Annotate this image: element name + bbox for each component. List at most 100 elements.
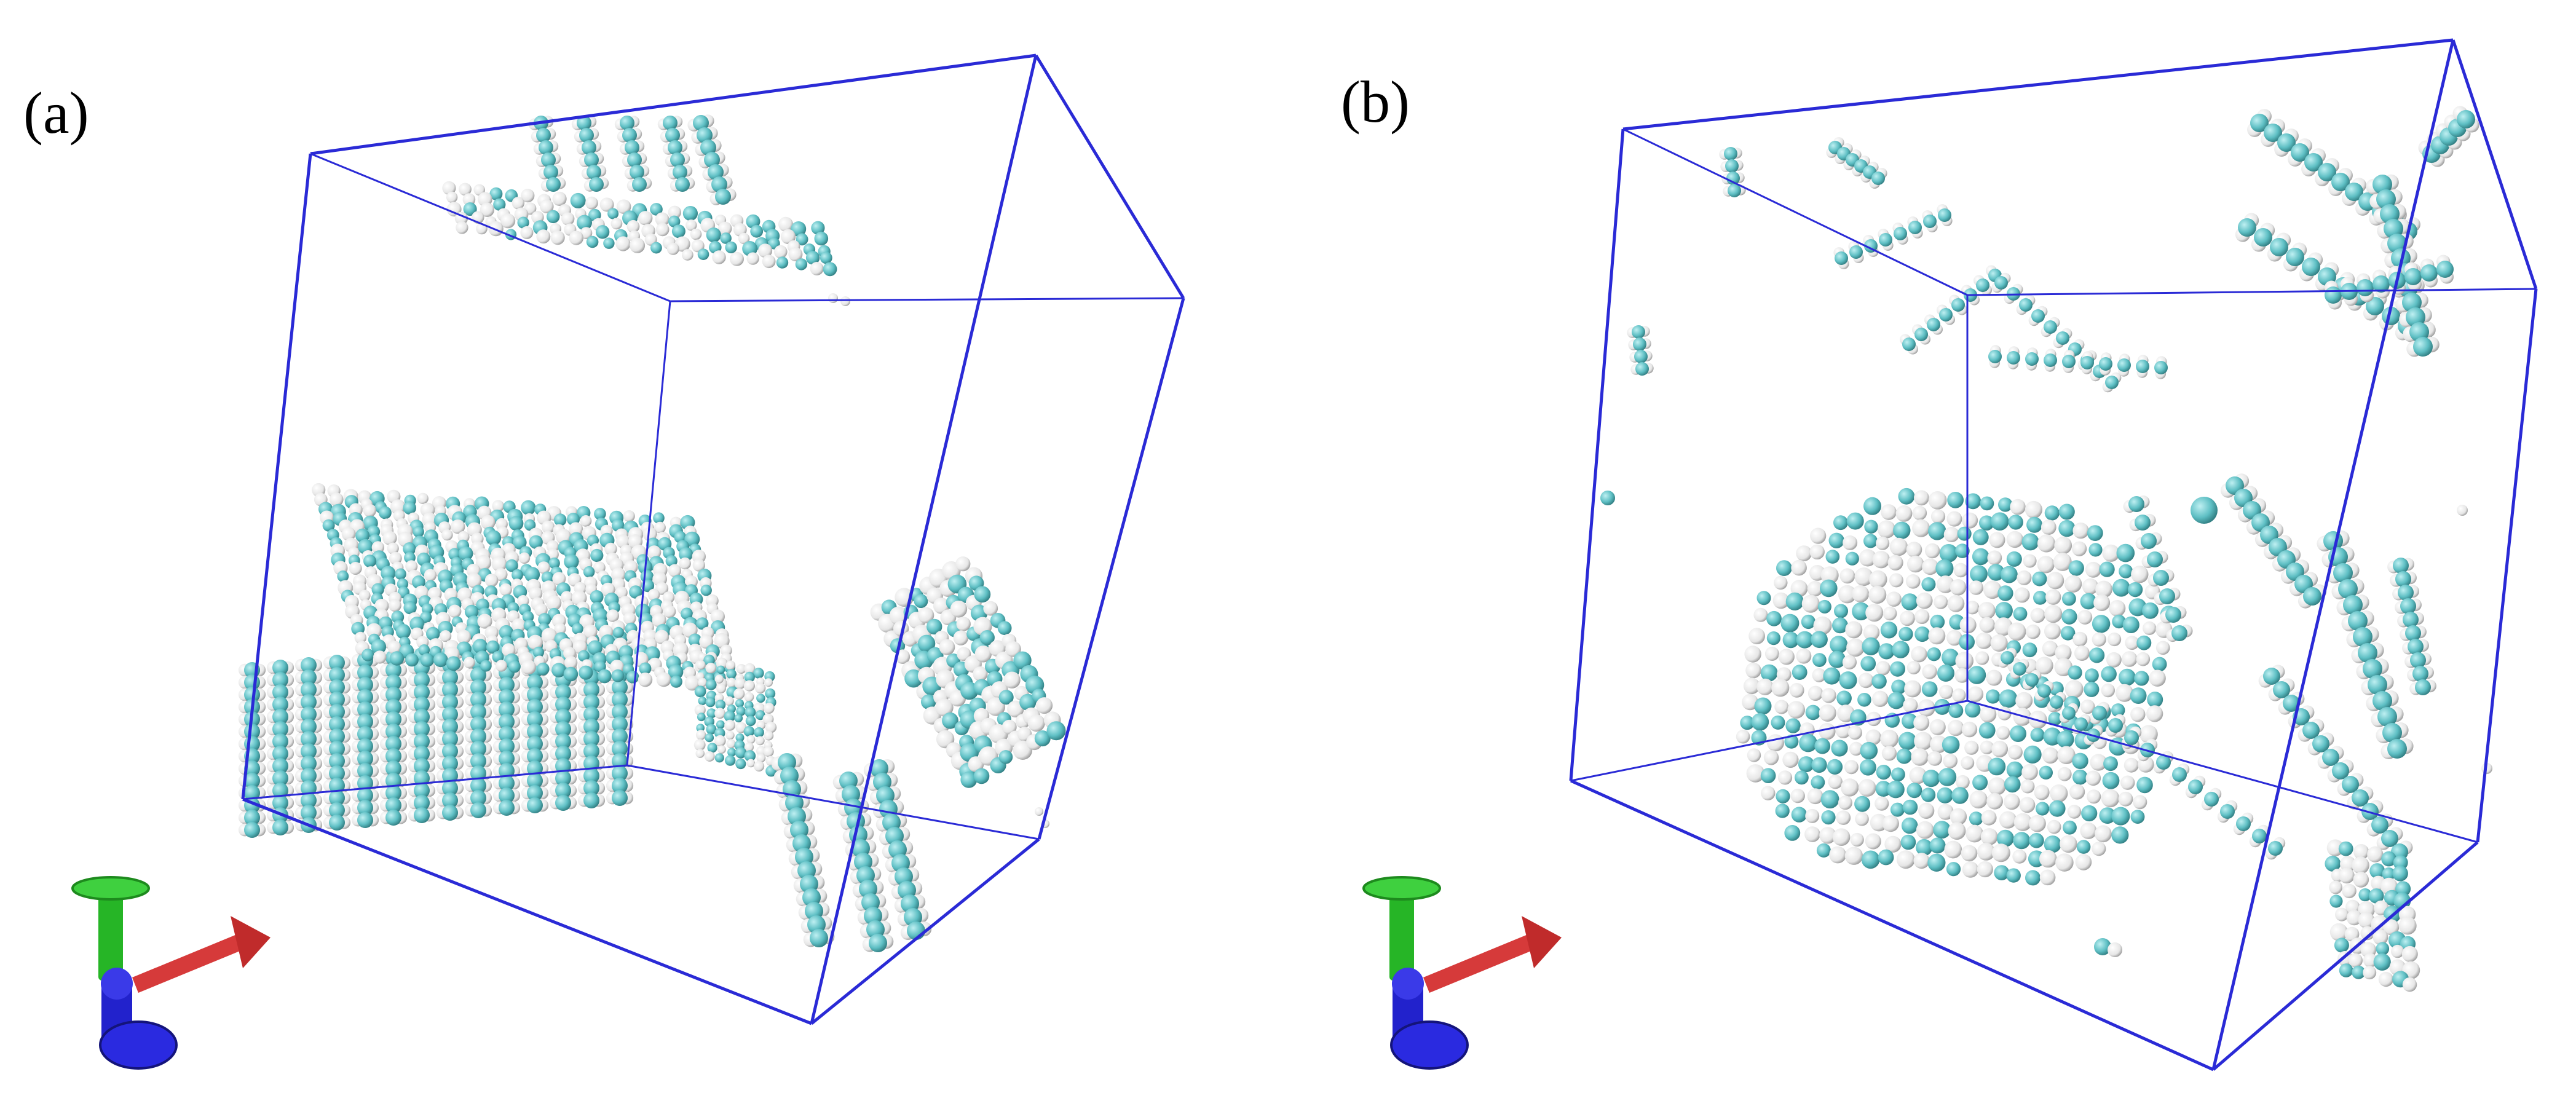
carbon-atom bbox=[1922, 770, 1940, 787]
hydrogen-atom bbox=[1912, 505, 1927, 521]
hydrogen-atom bbox=[2363, 966, 2377, 980]
hydrogen-atom bbox=[744, 692, 754, 702]
carbon-atom bbox=[2147, 692, 2163, 708]
carbon-atom bbox=[2006, 551, 2022, 567]
carbon-atom bbox=[583, 566, 595, 578]
carbon-atom bbox=[1766, 610, 1782, 626]
carbon-atom bbox=[1906, 783, 1922, 799]
hydrogen-atom bbox=[457, 531, 470, 543]
carbon-atom bbox=[587, 165, 601, 180]
hydrogen-atom bbox=[2360, 926, 2375, 941]
carbon-atom bbox=[2099, 561, 2115, 577]
carbon-atom bbox=[2358, 888, 2372, 902]
carbon-atom bbox=[499, 689, 515, 705]
carbon-atom bbox=[2236, 816, 2251, 831]
hydrogen-atom bbox=[1005, 641, 1021, 657]
hydrogen-atom bbox=[2092, 842, 2106, 856]
carbon-atom bbox=[622, 128, 637, 143]
carbon-atom bbox=[707, 743, 717, 753]
hydrogen-atom bbox=[521, 189, 535, 203]
carbon-atom bbox=[1998, 497, 2013, 512]
carbon-atom bbox=[1805, 705, 1821, 720]
hydrogen-atom bbox=[663, 605, 676, 618]
carbon-atom bbox=[470, 728, 486, 744]
hydrogen-atom bbox=[917, 607, 934, 623]
hydrogen-atom bbox=[1846, 638, 1865, 657]
hydrogen-atom bbox=[520, 226, 534, 239]
carbon-atom bbox=[442, 780, 458, 796]
carbon-atom bbox=[1985, 689, 2001, 704]
carbon-atom bbox=[405, 653, 419, 667]
carbon-atom bbox=[1890, 661, 1905, 677]
hydrogen-atom bbox=[2014, 587, 2030, 603]
carbon-atom bbox=[2044, 505, 2060, 521]
hydrogen-atom bbox=[647, 588, 660, 601]
carbon-atom bbox=[2119, 564, 2133, 578]
hydrogen-atom bbox=[550, 231, 565, 245]
box-edge bbox=[310, 152, 671, 302]
hydrogen-atom bbox=[387, 542, 399, 555]
hydrogen-atom bbox=[1804, 826, 1820, 842]
hydrogen-atom bbox=[1850, 832, 1864, 847]
hydrogen-atom bbox=[457, 630, 472, 644]
hydrogen-atom bbox=[955, 556, 971, 572]
carbon-atom bbox=[2044, 320, 2057, 334]
carbon-atom bbox=[301, 706, 317, 722]
carbon-atom bbox=[700, 585, 712, 596]
carbon-atom bbox=[385, 662, 401, 678]
carbon-atom bbox=[586, 235, 599, 248]
carbon-atom bbox=[426, 626, 440, 641]
carbon-atom bbox=[2117, 358, 2131, 372]
carbon-atom bbox=[1863, 534, 1878, 548]
box-edge bbox=[242, 764, 628, 800]
carbon-atom bbox=[1996, 829, 2014, 847]
carbon-atom bbox=[1980, 496, 1994, 511]
carbon-atom bbox=[470, 667, 486, 683]
carbon-atom bbox=[1994, 276, 2008, 290]
carbon-atom bbox=[1875, 781, 1892, 797]
carbon-atom bbox=[527, 748, 543, 764]
hydrogen-atom bbox=[1961, 756, 1975, 770]
carbon-atom bbox=[612, 716, 628, 732]
carbon-atom bbox=[2001, 566, 2018, 583]
hydrogen-atom bbox=[764, 678, 773, 687]
hydrogen-atom bbox=[1002, 719, 1017, 735]
hydrogen-atom bbox=[717, 745, 726, 754]
carbon-atom bbox=[1914, 328, 1928, 341]
hydrogen-atom bbox=[2072, 523, 2089, 539]
hydrogen-atom bbox=[2398, 917, 2417, 935]
carbon-atom bbox=[754, 727, 764, 738]
hydrogen-atom bbox=[2090, 754, 2107, 771]
carbon-atom bbox=[2072, 752, 2088, 770]
hydrogen-atom bbox=[1956, 775, 1970, 789]
hydrogen-atom bbox=[705, 663, 716, 674]
hydrogen-atom bbox=[2044, 605, 2063, 623]
carbon-atom bbox=[301, 731, 317, 747]
carbon-atom bbox=[2387, 739, 2407, 759]
hydrogen-atom bbox=[1904, 680, 1921, 698]
hydrogen-atom bbox=[744, 663, 756, 674]
hydrogen-atom bbox=[2095, 580, 2112, 598]
carbon-atom bbox=[2238, 218, 2256, 237]
carbon-atom bbox=[2283, 695, 2300, 712]
carbon-atom bbox=[2318, 163, 2336, 181]
carbon-atom bbox=[1871, 674, 1887, 689]
carbon-atom bbox=[2332, 762, 2349, 780]
carbon-atom bbox=[579, 128, 594, 143]
carbon-atom bbox=[2142, 602, 2159, 619]
hydrogen-atom bbox=[564, 656, 578, 669]
simulation-box-a bbox=[241, 53, 1185, 1025]
carbon-atom bbox=[547, 210, 560, 224]
hydrogen-atom bbox=[1928, 491, 1947, 510]
hydrogen-atom bbox=[1999, 811, 2017, 829]
carbon-atom bbox=[1854, 795, 1871, 812]
hydrogen-atom bbox=[2108, 632, 2122, 647]
hydrogen-atom bbox=[2106, 652, 2122, 668]
carbon-atom bbox=[696, 617, 709, 630]
carbon-atom bbox=[1939, 308, 1953, 322]
hydrogen-atom bbox=[1980, 740, 1994, 755]
hydrogen-atom bbox=[763, 703, 775, 714]
carbon-atom bbox=[527, 724, 543, 740]
carbon-atom bbox=[385, 797, 401, 813]
hydrogen-atom bbox=[2064, 680, 2084, 698]
